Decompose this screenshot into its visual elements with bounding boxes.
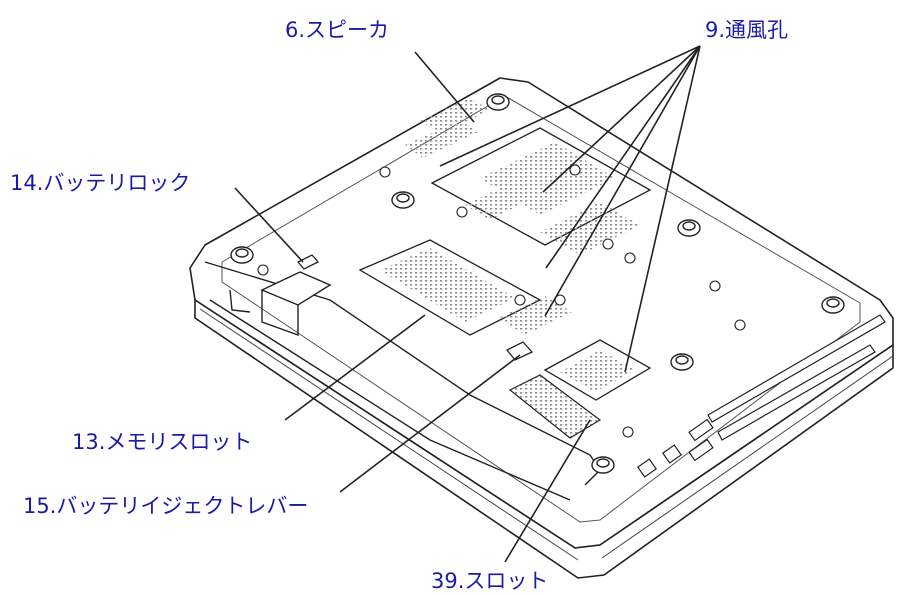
callout-vents: 9.通風孔 — [705, 18, 789, 42]
right-vent-panel — [543, 339, 652, 401]
leader-battery-lock — [234, 187, 304, 263]
leader-vent-2 — [542, 45, 701, 193]
battery-eject-lever — [505, 341, 534, 361]
callout-battery-eject-lever: 15.バッテリイジェクトレバー — [23, 494, 309, 518]
side-ports — [508, 314, 886, 478]
callout-memory-slot: 13.メモリスロット — [72, 430, 253, 454]
leader-vent-3 — [545, 45, 701, 269]
screws — [257, 164, 746, 438]
callout-speaker: 6.スピーカ — [285, 18, 390, 42]
speaker-grille — [405, 98, 490, 158]
center-vent — [498, 296, 572, 335]
leader-vent-5 — [624, 45, 701, 373]
leader-vent-4 — [544, 45, 701, 317]
leader-slot — [504, 419, 591, 563]
leader-memory-slot — [284, 314, 426, 421]
rubber-feet — [230, 93, 845, 474]
leader-speaker — [414, 51, 475, 123]
leader-vent-1 — [439, 45, 701, 167]
callout-slot: 39.スロット — [431, 569, 549, 593]
battery-lock-switch — [296, 254, 320, 270]
leader-eject-lever — [339, 354, 521, 493]
leader-lines — [234, 45, 701, 563]
callout-battery-lock: 14.バッテリロック — [10, 171, 191, 195]
